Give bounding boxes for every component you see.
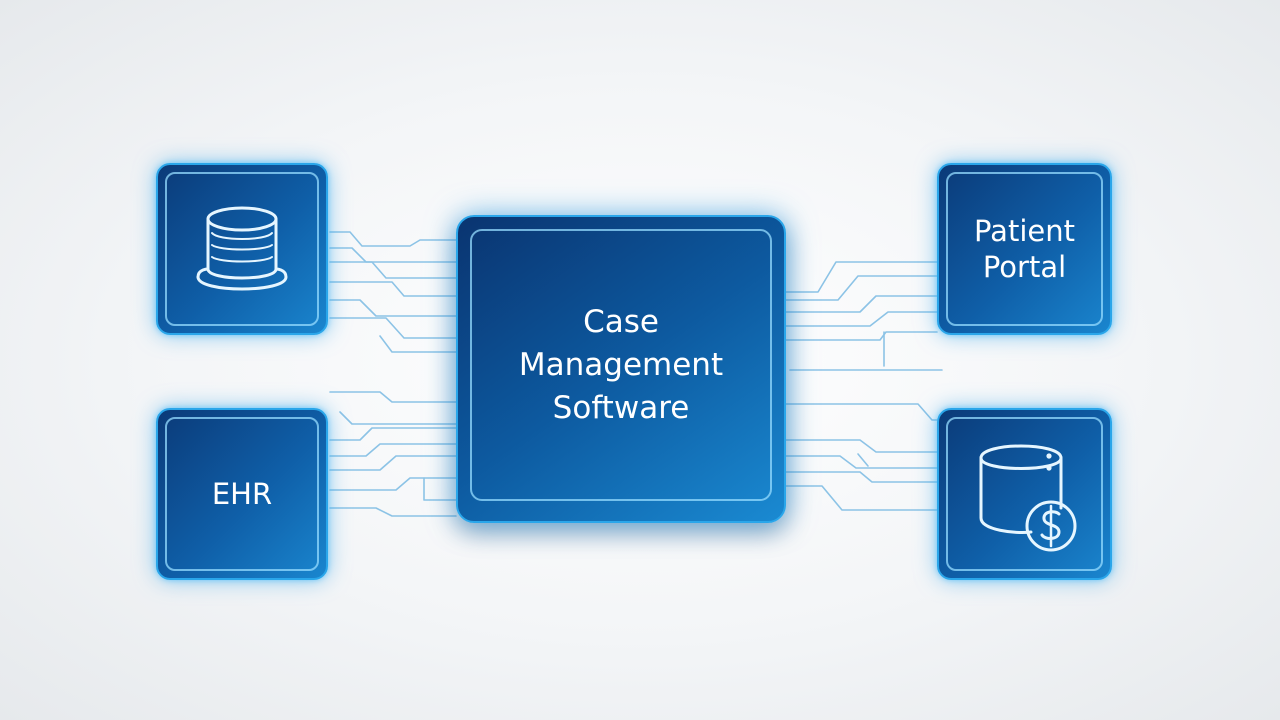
patient-portal-label: Patient Portal: [974, 214, 1075, 284]
connector-line: [329, 507, 457, 517]
connector-line: [329, 477, 457, 491]
billing-database-node: [937, 408, 1112, 580]
connector-line: [423, 477, 457, 501]
billing-database-icon: [965, 434, 1085, 554]
ehr-node: EHR: [156, 408, 328, 580]
case-management-software-node: Case Management Software: [456, 215, 786, 523]
connector-line: [785, 261, 938, 293]
connector-line: [785, 403, 938, 421]
connector-line: [329, 299, 457, 317]
connector-line: [785, 331, 938, 341]
connector-line: [329, 455, 457, 471]
ehr-label: EHR: [211, 477, 273, 511]
connector-line: [329, 231, 457, 247]
connector-line: [339, 411, 457, 425]
connector-line: [785, 439, 938, 453]
connector-line: [329, 317, 457, 339]
database-icon: [188, 199, 296, 299]
connector-line: [785, 275, 938, 301]
connector-line: [329, 261, 457, 279]
connector-line: [329, 247, 457, 263]
connector-line: [857, 453, 869, 467]
connector-line: [785, 471, 938, 483]
patient-portal-node: Patient Portal: [937, 163, 1112, 335]
connector-line: [785, 485, 938, 511]
connector-line: [329, 281, 457, 297]
connector-line: [785, 295, 938, 313]
connector-line: [785, 311, 938, 327]
connector-line: [329, 391, 457, 403]
connector-line: [379, 335, 457, 353]
connector-line: [329, 443, 457, 457]
database-node: [156, 163, 328, 335]
connector-line: [329, 427, 457, 441]
center-label: Case Management Software: [518, 303, 724, 426]
connector-line: [785, 455, 938, 469]
